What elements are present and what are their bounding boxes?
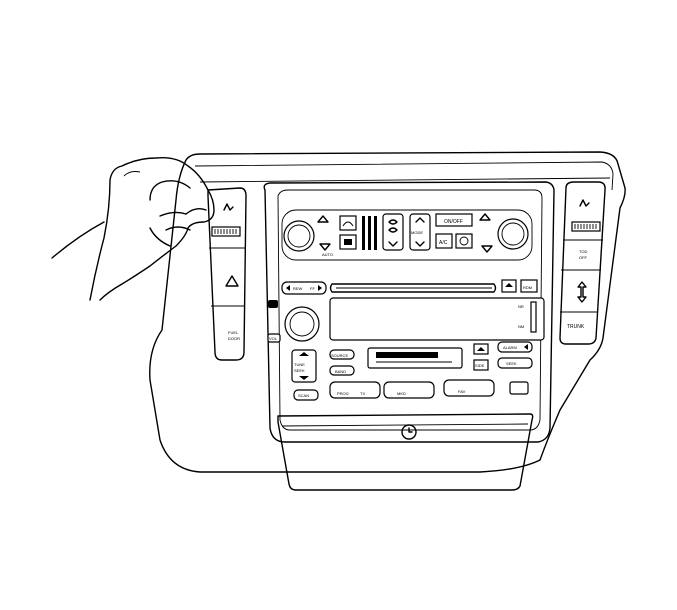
prog-tx-button[interactable]: PROG TX (329, 381, 381, 399)
seek-label: SEEK (294, 368, 305, 373)
defrost-button[interactable] (339, 215, 357, 231)
volume-knob[interactable] (284, 306, 320, 342)
radio-faceplate (263, 181, 555, 443)
tune-label: TUNE (294, 362, 305, 367)
tod-label-1: TOD (579, 249, 587, 254)
ff-label: FF (310, 286, 315, 291)
recirc-button[interactable] (455, 233, 473, 249)
rew-ff-button[interactable]: REW FF (281, 281, 327, 295)
side-label: SIDE (475, 363, 485, 368)
fan-speed-button[interactable] (382, 213, 404, 251)
left-temp-knob[interactable] (283, 220, 315, 252)
right-temp-knob[interactable] (497, 218, 529, 250)
temp-up-left-button[interactable] (317, 215, 329, 223)
cassette-slot (367, 347, 463, 369)
cassette-icon (376, 352, 438, 358)
source-label: SOURCE (331, 353, 348, 358)
fan-icon (388, 219, 398, 233)
right-seat-heater-button[interactable] (571, 199, 601, 232)
hazard-button[interactable] (225, 275, 239, 287)
up-down-arrow-icon (577, 281, 587, 303)
cassette-eject-button[interactable] (473, 343, 489, 355)
vol-button[interactable]: VOL (267, 333, 281, 343)
seat-heater-icon (223, 203, 234, 211)
mkd-button[interactable]: MKD (383, 381, 435, 399)
audio-panel: REW FF RDM VOL NR NM (267, 279, 545, 401)
rear-defrost-button[interactable] (339, 234, 357, 250)
temp-down-right-button[interactable] (481, 245, 493, 253)
on-off-label: ON/OFF (444, 219, 463, 225)
on-off-button[interactable]: ON/OFF (435, 213, 473, 227)
cd-slot (329, 283, 497, 293)
tod-label-2: OFF (579, 255, 588, 260)
eject-icon (505, 283, 513, 287)
seat-heater-icon (579, 199, 590, 207)
fuel-door-button[interactable]: FUEL DOOR (228, 330, 240, 341)
storage-tray (277, 413, 534, 491)
scan-button[interactable]: SCAN (293, 389, 319, 401)
rew-label: REW (293, 286, 303, 291)
fuel-door-label-2: DOOR (228, 336, 240, 341)
clock-icon (401, 424, 417, 440)
prog-label: PROG (337, 391, 349, 396)
rdm-label: RDM (523, 285, 532, 290)
fan-bars (362, 216, 377, 250)
mkd-label: MKD (397, 391, 406, 396)
trunk-label: TRUNK (567, 324, 585, 330)
ac-label: A/C (439, 240, 448, 246)
tx-label: TX (360, 391, 365, 396)
nm-indicator: NM (518, 324, 524, 329)
console-bezel (149, 151, 626, 473)
cassette-door-button[interactable] (509, 381, 529, 395)
mode-label: MODE (411, 230, 423, 235)
tod-off-button[interactable]: TOD OFF (579, 249, 588, 260)
rdm-button[interactable]: RDM (520, 279, 538, 293)
seek-btn-label: SEEK (506, 361, 517, 366)
scan-label: SCAN (298, 393, 309, 398)
seek-select-button[interactable]: SEEK (497, 357, 533, 369)
right-switch-bank: TOD OFF TRUNK (559, 181, 606, 345)
alarm-button[interactable]: ALARM (497, 341, 533, 353)
band-label: BAND (335, 369, 346, 374)
ac-button[interactable]: A/C (435, 233, 453, 249)
display-window: NR NM (329, 297, 545, 341)
eject-button[interactable] (501, 279, 517, 293)
vol-label: VOL (269, 336, 278, 341)
fuel-door-label-1: FUEL (228, 330, 239, 335)
temp-down-left-button[interactable] (319, 243, 331, 251)
defrost-icon (342, 221, 354, 227)
seat-adjust-button[interactable] (577, 281, 587, 303)
nr-indicator: NR (518, 304, 524, 309)
source-button[interactable]: SOURCE (329, 349, 355, 360)
band-button[interactable]: BAND (329, 365, 355, 376)
tune-seek-rocker[interactable]: TUNE SEEK (291, 349, 317, 383)
left-seat-heater-button[interactable] (211, 203, 241, 237)
temp-up-right-button[interactable] (479, 213, 491, 221)
auto-label: AUTO (322, 252, 333, 257)
trunk-button[interactable]: TRUNK (567, 324, 585, 330)
fav-label: FAV (458, 389, 466, 394)
side-select-button[interactable]: SIDE (473, 359, 489, 371)
hazard-icon (225, 275, 239, 287)
alarm-label: ALARM (503, 345, 517, 350)
climate-panel: AUTO MODE ON/OFF (281, 209, 533, 261)
hand-icon (51, 156, 215, 301)
auto-button[interactable]: AUTO (322, 252, 333, 257)
fav-button[interactable]: FAV (443, 379, 495, 397)
left-switch-bank: FUEL DOOR (207, 187, 247, 361)
mode-button[interactable]: MODE (409, 213, 431, 251)
side-button[interactable] (268, 300, 278, 308)
